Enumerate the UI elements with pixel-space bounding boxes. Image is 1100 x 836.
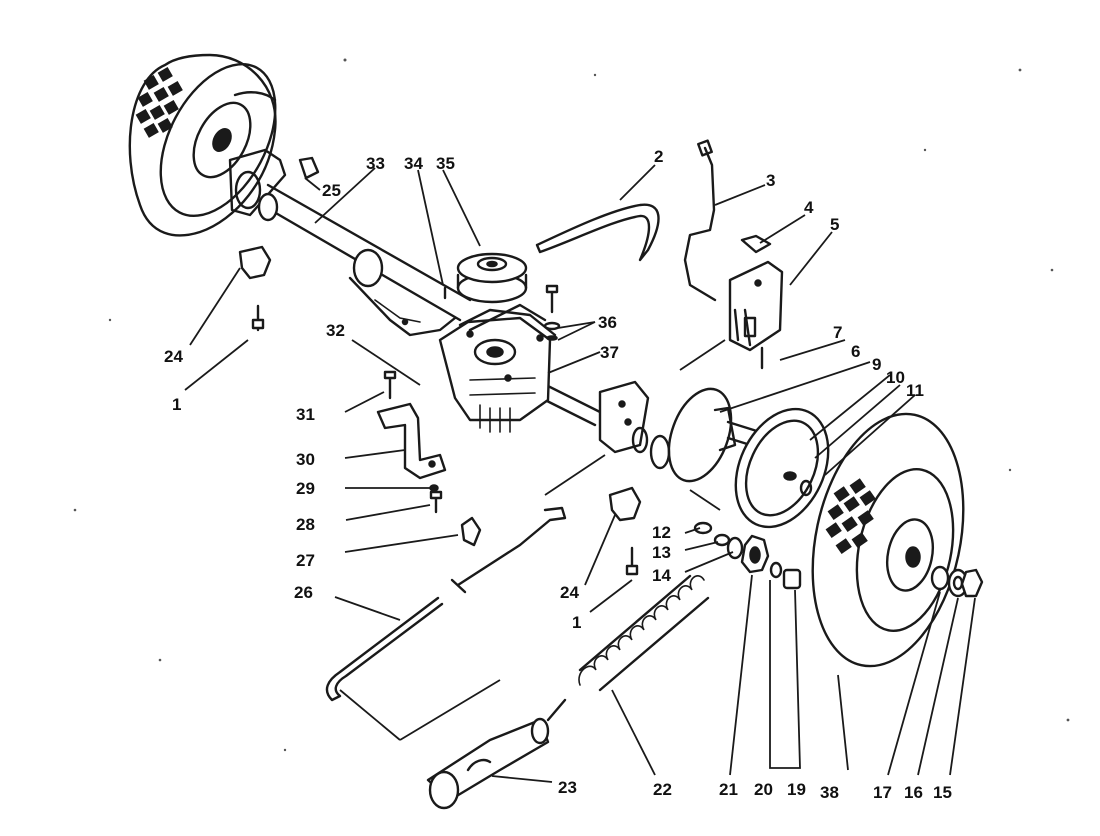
callout-22: 22 — [653, 780, 672, 799]
callout-35: 35 — [436, 154, 455, 173]
callout-1-right: 1 — [572, 613, 581, 632]
tread-pattern — [135, 67, 183, 138]
leader-lines — [184, 164, 976, 783]
wheel-hardware — [930, 565, 984, 598]
callout-10: 10 — [886, 368, 905, 387]
drum-assembly — [649, 387, 762, 483]
gear-parts — [693, 521, 802, 590]
bolt-washers — [543, 284, 561, 341]
callout-15: 15 — [933, 783, 952, 802]
callout-28: 28 — [296, 515, 315, 534]
callout-5: 5 — [830, 215, 839, 234]
pulley — [456, 252, 528, 304]
callout-24-left: 24 — [164, 347, 183, 366]
mounting-bracket — [376, 370, 482, 547]
hub-cap — [734, 407, 830, 529]
callout-33: 33 — [366, 154, 385, 173]
callout-36: 36 — [598, 313, 617, 332]
hitch-plate — [598, 380, 650, 454]
handle-rod — [325, 596, 444, 702]
callout-25: 25 — [322, 181, 341, 200]
callout-7: 7 — [833, 323, 842, 342]
callout-labels: 2 3 4 5 6 7 9 10 11 12 13 14 15 16 17 19… — [164, 147, 952, 802]
callout-14: 14 — [652, 566, 671, 585]
callout-6: 6 — [851, 342, 860, 361]
callout-27: 27 — [296, 551, 315, 570]
callout-34: 34 — [404, 154, 423, 173]
callout-30: 30 — [296, 450, 315, 469]
callout-21: 21 — [719, 780, 738, 799]
callout-32: 32 — [326, 321, 345, 340]
callout-23: 23 — [558, 778, 577, 797]
callout-2: 2 — [654, 147, 663, 166]
left-wheel — [128, 53, 277, 237]
callout-19: 19 — [787, 780, 806, 799]
callout-12: 12 — [652, 523, 671, 542]
spring — [546, 574, 710, 722]
right-wheel — [811, 412, 965, 668]
callout-26: 26 — [294, 583, 313, 602]
callout-9: 9 — [872, 355, 881, 374]
callout-29: 29 — [296, 479, 315, 498]
shift-rod — [450, 506, 567, 594]
scan-specks — [73, 58, 1070, 752]
callout-13: 13 — [652, 543, 671, 562]
cable-bracket — [728, 234, 784, 352]
control-cable — [683, 139, 717, 302]
callout-1-left: 1 — [172, 395, 181, 414]
callout-11: 11 — [906, 381, 924, 400]
clips — [238, 156, 642, 576]
callout-24-right: 24 — [560, 583, 579, 602]
callout-3: 3 — [766, 171, 775, 190]
callout-16: 16 — [904, 783, 923, 802]
callout-4: 4 — [804, 198, 814, 217]
tread-pattern — [825, 478, 876, 555]
transmission — [438, 303, 557, 433]
callout-20: 20 — [754, 780, 773, 799]
callout-38: 38 — [820, 783, 839, 802]
belt — [535, 203, 660, 262]
axle-shaft — [228, 148, 602, 427]
callout-17: 17 — [873, 783, 892, 802]
callout-31: 31 — [296, 405, 315, 424]
callout-37: 37 — [600, 343, 619, 362]
handle-tube — [426, 717, 550, 810]
